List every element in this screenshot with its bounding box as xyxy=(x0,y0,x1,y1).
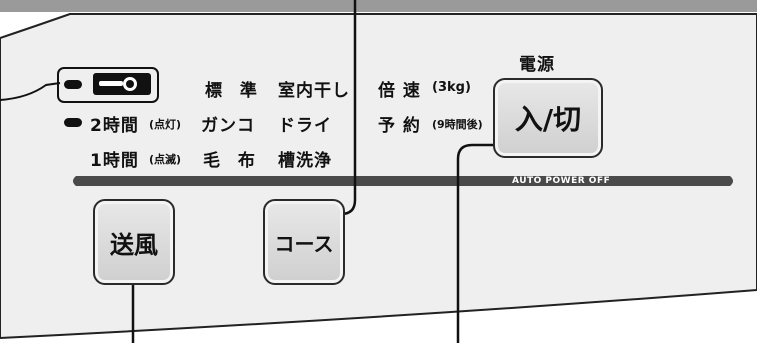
status-strip xyxy=(73,176,733,186)
indicator-1h-label: 1時間 xyxy=(90,151,139,171)
reserve-label: 予 約 xyxy=(378,116,421,136)
fan-button[interactable]: 送風 xyxy=(93,199,175,285)
course-indoor-dry-label: 室内干し xyxy=(278,81,350,101)
course-button-label: コース xyxy=(274,231,334,256)
course-standard-label: 標 準 xyxy=(205,81,263,101)
leader-line-key xyxy=(0,82,61,101)
power-button[interactable]: 入/切 xyxy=(493,78,603,158)
indicator-led xyxy=(64,80,82,89)
key-indicator-frame xyxy=(57,67,159,103)
course-button[interactable]: コース xyxy=(263,199,345,285)
speed-note: (3kg) xyxy=(432,80,471,95)
top-frame xyxy=(0,0,757,12)
indicator-2h-label: 2時間 xyxy=(90,116,139,136)
auto-power-off-label: AUTO POWER OFF xyxy=(512,176,611,186)
key-icon xyxy=(93,73,151,95)
reserve-note: (9時間後) xyxy=(432,118,483,131)
course-tub-clean-label: 槽洗浄 xyxy=(278,151,332,171)
course-dry-label: ドライ xyxy=(278,116,332,136)
indicator-2h-note: (点灯) xyxy=(149,118,182,131)
leader-line-power xyxy=(456,143,548,343)
fan-button-label: 送風 xyxy=(110,230,158,259)
speed-label: 倍 速 xyxy=(378,81,421,101)
power-button-label: 入/切 xyxy=(514,103,582,136)
indicator-led-2h xyxy=(64,118,82,127)
indicator-1h-note: (点滅) xyxy=(149,153,182,166)
course-blanket-label: 毛 布 xyxy=(203,151,261,171)
power-title: 電源 xyxy=(519,55,555,75)
course-tough-label: ガンコ xyxy=(201,116,255,136)
